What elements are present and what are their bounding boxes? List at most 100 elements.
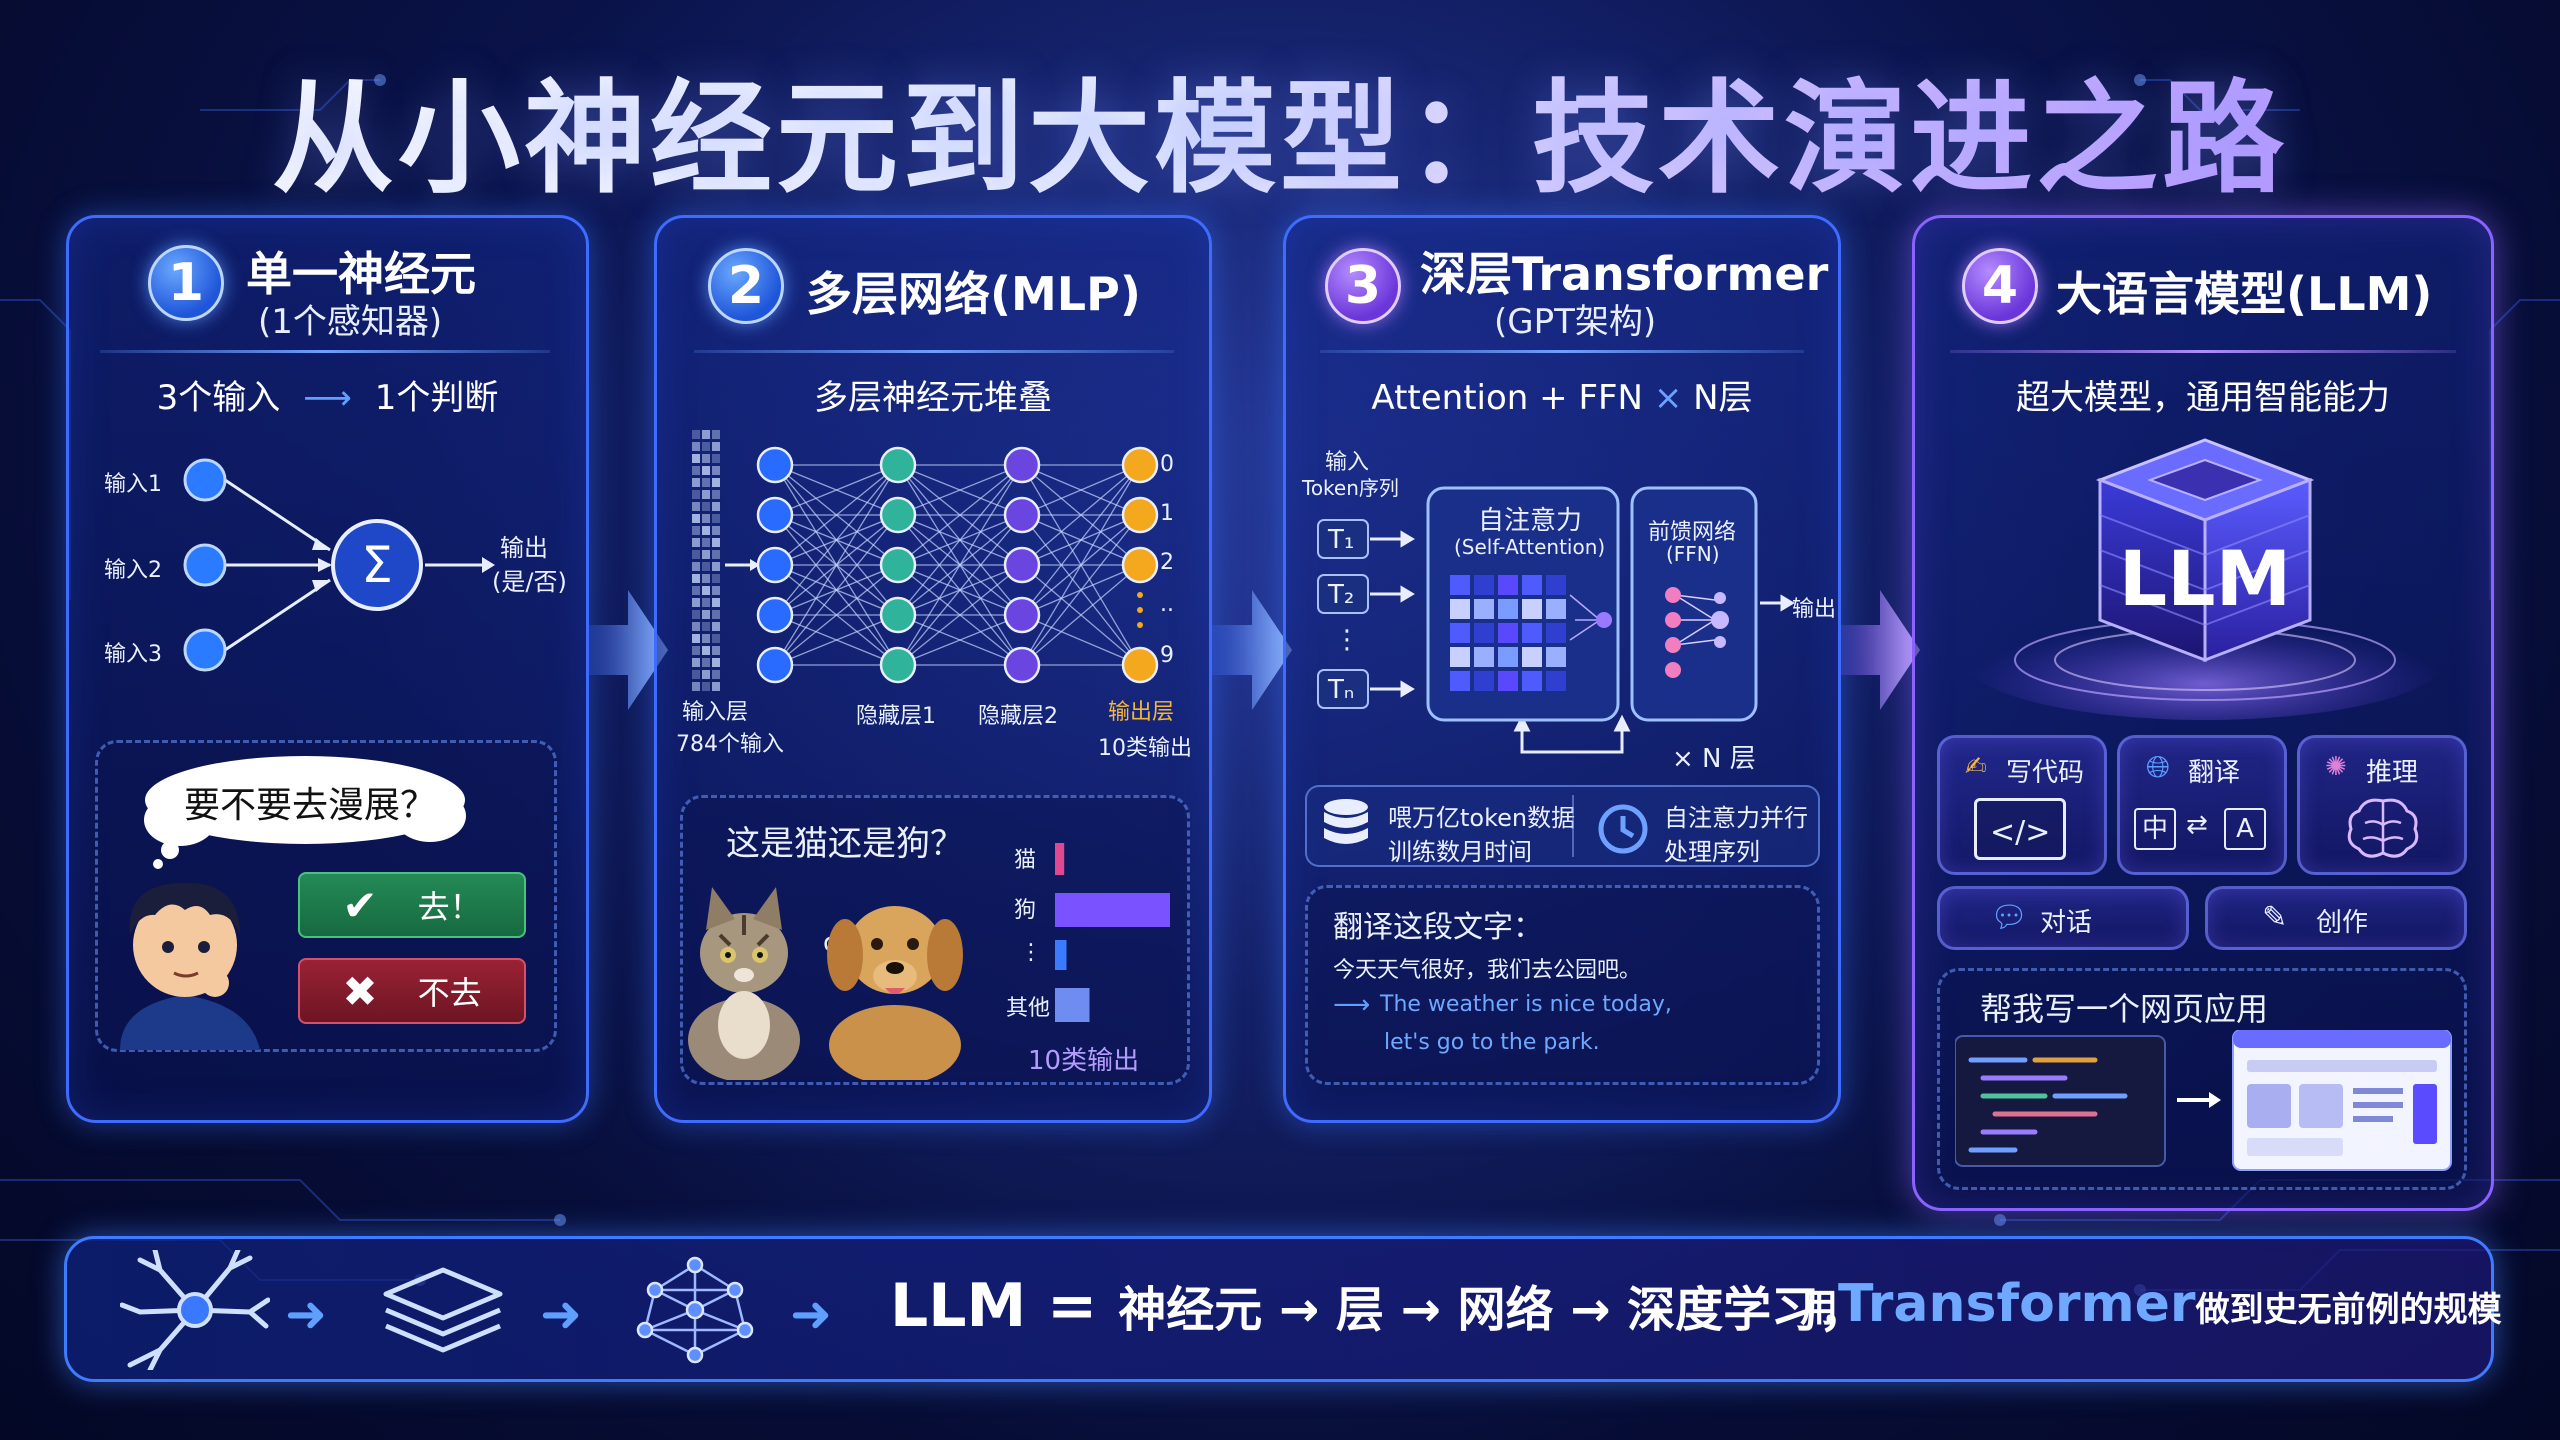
input-label-3: 输入3 <box>104 642 162 667</box>
input-pixel <box>692 442 700 451</box>
probability-bar <box>1055 988 1090 1022</box>
caption-inputs: 3个输入 <box>156 378 281 418</box>
probability-bar-chart <box>1055 843 1170 1022</box>
input-pixel <box>692 610 700 619</box>
input-pixel <box>712 538 720 547</box>
classification-question: 这是猫还是狗？ <box>726 824 964 864</box>
input-pixel <box>712 658 720 667</box>
cross-icon: ✖ <box>342 966 378 1016</box>
label-hidden2: 隐藏层2 <box>978 704 1058 729</box>
input-pixel <box>712 478 720 487</box>
input-label-1: 输入1 <box>104 472 162 497</box>
input-node <box>183 458 227 502</box>
summary-highlight: Transformer <box>1838 1274 2196 1334</box>
step-number-2: 2 <box>708 248 784 324</box>
input-pixel <box>712 574 720 583</box>
input-pixel <box>712 670 720 679</box>
llm-cube-illustration: LLM <box>1965 438 2445 720</box>
mlp-node <box>1121 446 1159 484</box>
ffn-title: 前馈网络 <box>1648 520 1737 545</box>
input-pixel <box>712 550 720 559</box>
attention-cell <box>1498 575 1518 595</box>
tile-label-translate: 翻译 <box>2188 758 2241 788</box>
summary-prefix: LLM = <box>890 1271 1119 1341</box>
output-ellipsis-dot <box>1137 607 1143 613</box>
transformer-diagram <box>1317 486 1795 754</box>
input-pixel <box>702 502 710 511</box>
translate-char-en: A <box>2224 808 2266 850</box>
bar-label-dots: ⋮ <box>1020 940 1042 965</box>
mlp-node <box>1121 546 1159 584</box>
transformer-output-label: 输出 <box>1792 597 1837 622</box>
probability-bar <box>1055 940 1067 970</box>
attention-cell <box>1546 647 1566 667</box>
training-time-text: 训练数月时间 <box>1388 838 1532 866</box>
no-button[interactable]: ✖ 不去 <box>298 958 526 1024</box>
input-pixel <box>702 658 710 667</box>
attn-title: 自注意力 <box>1478 506 1583 536</box>
input-pixel <box>692 550 700 559</box>
capability-tile-create[interactable] <box>2205 886 2467 950</box>
attention-cell <box>1546 623 1566 643</box>
input-pixel <box>692 514 700 523</box>
caption-attention-ffn: Attention + FFN <box>1371 378 1643 418</box>
input-label-2: 输入2 <box>104 558 162 583</box>
attention-cell <box>1474 671 1494 691</box>
code-glyph: </> <box>1990 815 2051 850</box>
label-output-layer: 输出层 <box>1108 700 1175 725</box>
input-pixel <box>712 430 720 439</box>
mlp-node <box>756 496 794 534</box>
sum-symbol: Σ <box>361 536 393 594</box>
bar-label-cat: 猫 <box>1014 848 1037 873</box>
input-pixel <box>692 454 700 463</box>
panel1-subtitle: (1个感知器) <box>258 302 443 342</box>
mlp-node <box>1003 596 1041 634</box>
mlp-node <box>879 446 917 484</box>
summary-use: 用 <box>1800 1286 1839 1330</box>
panel2-caption: 多层神经元堆叠 <box>814 378 1052 418</box>
panel2-title: 多层网络(MLP) <box>806 267 1141 321</box>
input-pixel <box>692 490 700 499</box>
capability-tile-chat[interactable] <box>1937 886 2189 950</box>
translation-prompt: 翻译这段文字： <box>1333 910 1543 945</box>
training-info-box <box>1305 785 1820 867</box>
neuron-icon <box>120 1250 270 1370</box>
token-box <box>1317 519 1369 559</box>
bar-label-other: 其他 <box>1006 996 1051 1021</box>
panel4-title: 大语言模型(LLM) <box>2056 267 2433 321</box>
cat-photo <box>688 887 800 1080</box>
digit-1: 1 <box>1160 501 1174 526</box>
capability-tile-translate[interactable] <box>2117 735 2287 875</box>
attention-cell <box>1450 671 1470 691</box>
translation-output-2: let's go to the park. <box>1384 1030 1600 1055</box>
input-pixel <box>702 550 710 559</box>
attention-cell <box>1546 671 1566 691</box>
input-pixel <box>712 646 720 655</box>
input-pixel <box>702 490 710 499</box>
translation-example-box <box>1305 885 1820 1085</box>
input-pixel <box>692 682 700 691</box>
thinking-boy-illustration <box>120 882 260 1050</box>
step-number-3: 3 <box>1325 248 1401 324</box>
globe-icon: 🌐︎ <box>2146 750 2170 785</box>
token-1: T₁ <box>1328 525 1355 555</box>
digit-9: 9 <box>1160 643 1174 668</box>
token-box <box>1317 669 1369 709</box>
info-divider <box>1572 795 1574 857</box>
code-window-icon <box>1974 798 2066 860</box>
step-number-1: 1 <box>148 245 224 321</box>
pencil-icon: ✎ <box>2262 900 2288 935</box>
input-pixel <box>712 454 720 463</box>
input-pixel <box>692 574 700 583</box>
attention-cell <box>1522 599 1542 619</box>
output-ellipsis-dot <box>1137 592 1143 598</box>
brain-illustration <box>2347 798 2419 858</box>
input-pixel <box>702 610 710 619</box>
input-pixel <box>702 538 710 547</box>
ffn-block <box>1630 486 1758 722</box>
yes-button[interactable]: ✔ 去！ <box>298 872 526 938</box>
clock-icon <box>1598 804 1648 854</box>
arrow-right-icon: ➜ <box>540 1285 582 1343</box>
caption-times: × <box>1653 378 1683 418</box>
input-pixel <box>712 586 720 595</box>
